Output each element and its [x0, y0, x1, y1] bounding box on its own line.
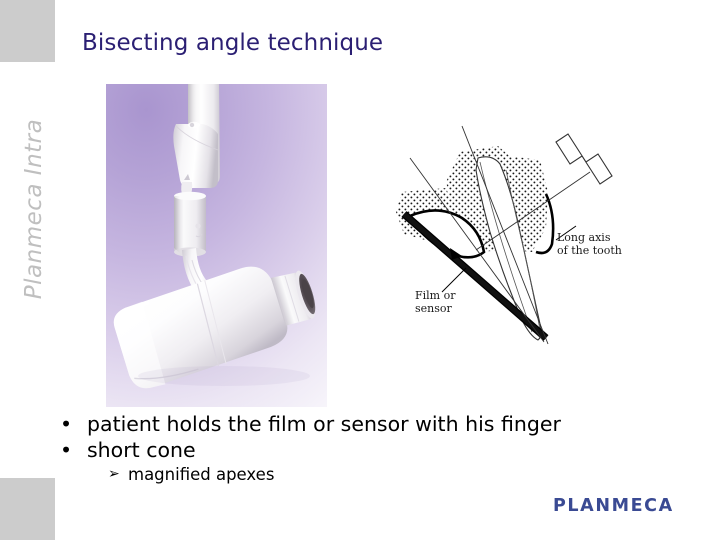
bullet-marker-icon: • — [60, 412, 73, 436]
bullet-list: • patient holds the film or sensor with … — [60, 412, 660, 484]
arrow-bullet-icon: ➢ — [108, 465, 120, 482]
xray-unit-photo — [106, 84, 327, 407]
film-line-1: Film or — [415, 289, 456, 302]
bullet-item-1: • patient holds the film or sensor with … — [60, 412, 660, 436]
sidebar-decoration-block-top — [0, 0, 55, 62]
bullet-text: patient holds the film or sensor with hi… — [87, 412, 561, 436]
sidebar-decoration-block-bottom — [0, 478, 55, 540]
bullet-text: short cone — [87, 437, 196, 462]
xray-unit-illustration — [113, 84, 316, 389]
long-axis-line-1: Long axis — [557, 231, 611, 244]
bullet-marker-icon: • — [60, 437, 73, 462]
sidebar-product-label: Planmeca Intra — [21, 118, 47, 300]
diagram-label-film-or-sensor: Film or sensor — [415, 289, 456, 315]
sidebar-strip — [0, 0, 55, 540]
page-title: Bisecting angle technique — [82, 30, 384, 56]
bisecting-angle-line-drawing — [396, 125, 613, 345]
bullet-item-3: ➢ magnified apexes — [108, 465, 660, 484]
long-axis-line-2: of the tooth — [557, 243, 622, 257]
diagram-label-long-axis: Long axis of the tooth — [557, 231, 622, 257]
planmeca-logo: PLANMECA — [553, 496, 674, 516]
bullet-item-2: • short cone — [60, 438, 660, 462]
bullet-text: magnified apexes — [128, 464, 275, 484]
film-line-2: sensor — [415, 301, 452, 315]
bisecting-angle-diagram — [380, 100, 630, 370]
